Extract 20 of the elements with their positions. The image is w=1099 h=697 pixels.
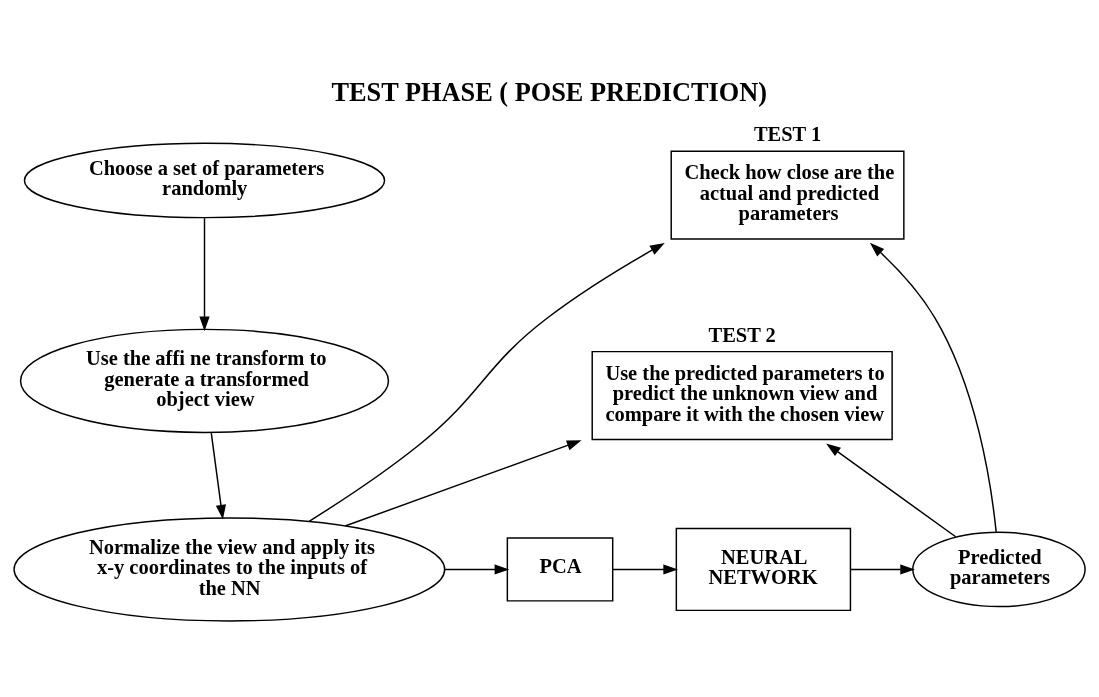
arrow [199,217,210,332]
arrow [826,443,957,538]
node-box: PCA [506,537,614,602]
node-ellipse: Normalize the view and apply its x-y coordinates to the inputs of the NN [13,517,446,622]
node-ellipse: Use the affi ne transform to generate a transformed object view [19,328,390,434]
arrow [612,564,678,575]
arrow [345,440,582,527]
diagram-title: TEST PHASE ( POSE PREDICTION) [331,78,767,108]
node-box: Check how close are the actual and predicted parameters [670,150,905,240]
node-label: TEST 2 [708,323,776,346]
node-box: Use the predicted parameters to predict the unknown view and compare it with the chosen view [591,350,893,441]
arrow [869,242,997,533]
node-label: TEST 1 [753,123,822,146]
node-ellipse: Choose a set of parameters randomly [23,142,386,219]
arrow [308,243,665,522]
node-box: NEURAL NETWORK [675,527,852,612]
arrow [210,432,226,520]
arrow [850,564,915,575]
arrow [444,564,510,575]
node-ellipse: Predicted parameters [912,531,1086,608]
